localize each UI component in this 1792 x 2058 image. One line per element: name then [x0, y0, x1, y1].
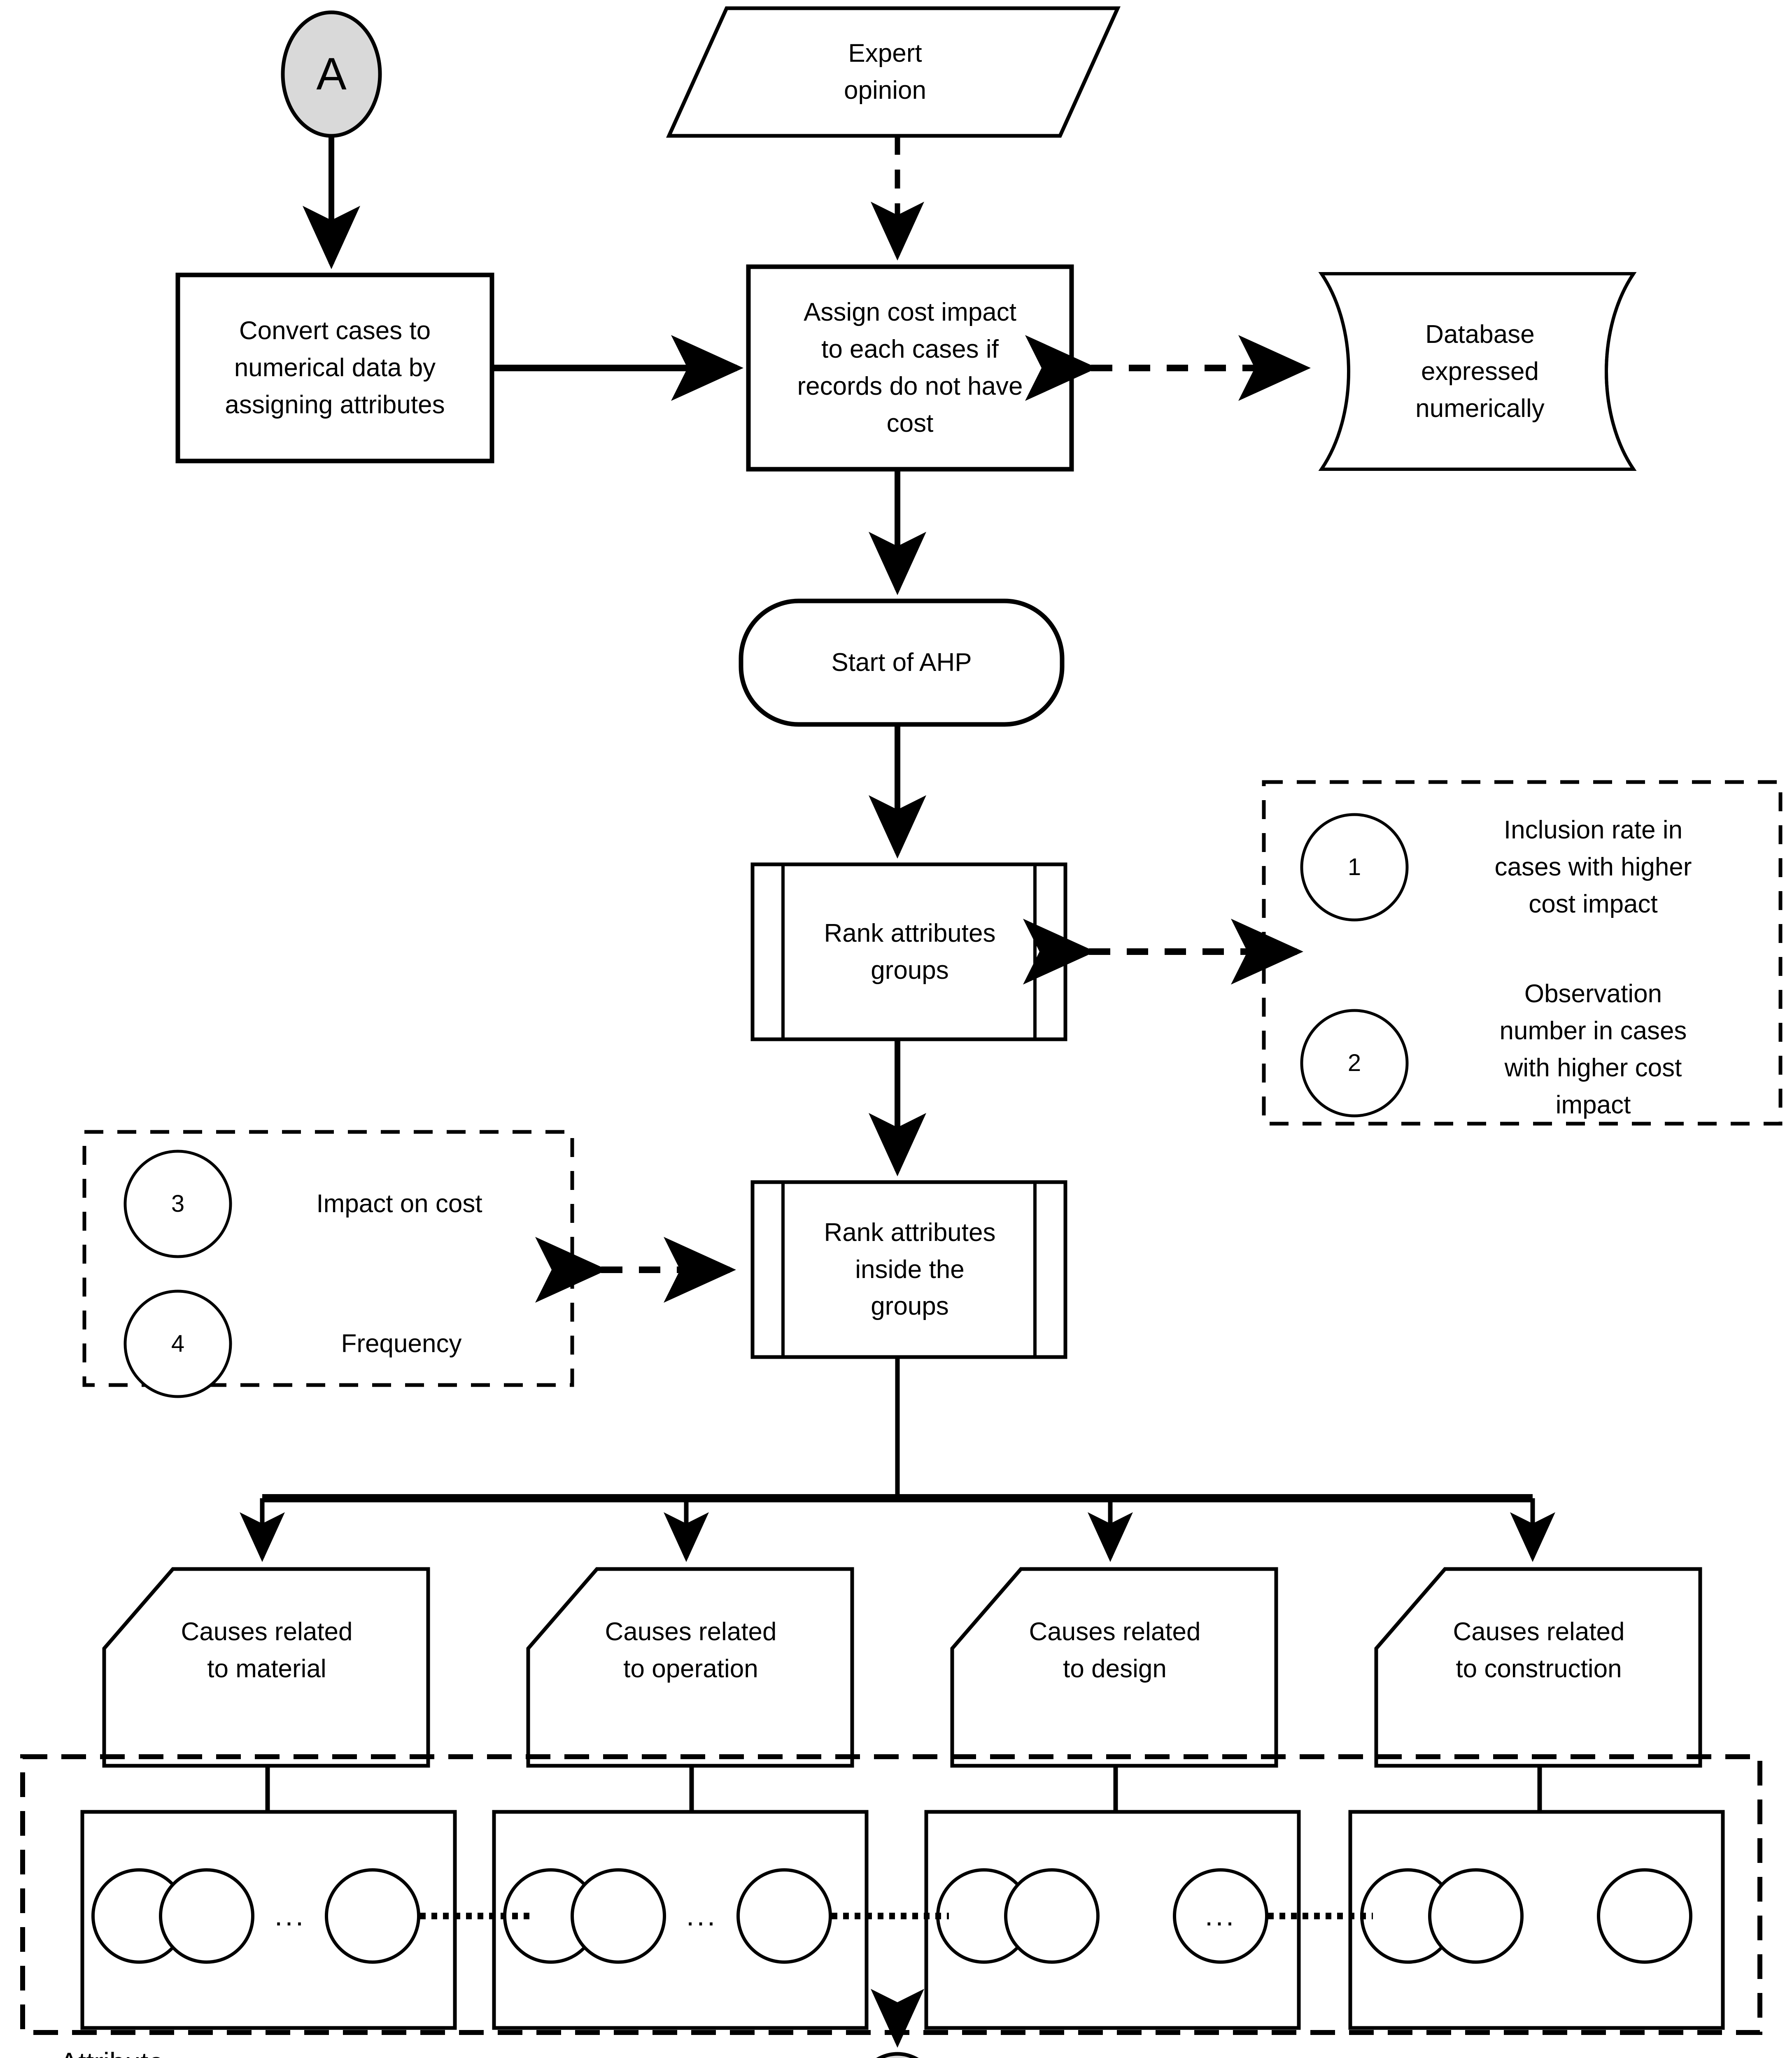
criteria-number-2-circle: [1300, 1009, 1409, 1117]
causes-operation-shape: [526, 1567, 854, 1768]
criteria-number-4-circle: [124, 1290, 232, 1398]
convert-cases-shape: [175, 272, 494, 463]
causes-material-shape: [102, 1567, 430, 1768]
database-shape: [1318, 272, 1637, 471]
assign-cost-shape: [746, 264, 1074, 472]
weight-circle: [325, 1868, 420, 1964]
start-ahp-shape: [739, 598, 1065, 727]
expert-opinion-shape: [666, 6, 1121, 138]
weight-circle: [1004, 1868, 1100, 1964]
causes-construction-shape: [1374, 1567, 1702, 1768]
rank-groups-shape: [750, 862, 1067, 1041]
connector-a-shape: [281, 10, 382, 138]
weight-circle: [159, 1868, 254, 1964]
causes-design-shape: [950, 1567, 1278, 1768]
criteria-number-1-circle: [1300, 813, 1409, 922]
weight-circle: [571, 1868, 666, 1964]
connector-b-shape: [876, 2052, 919, 2058]
criteria-number-3-circle: [124, 1150, 232, 1258]
weight-circle: [1428, 1868, 1524, 1964]
weight-circle: [1173, 1868, 1268, 1964]
rank-inside-shape: [750, 1180, 1067, 1359]
database-shape-edge: [1605, 272, 1635, 470]
weight-circle: [1597, 1868, 1692, 1964]
weight-circle: [736, 1868, 832, 1964]
